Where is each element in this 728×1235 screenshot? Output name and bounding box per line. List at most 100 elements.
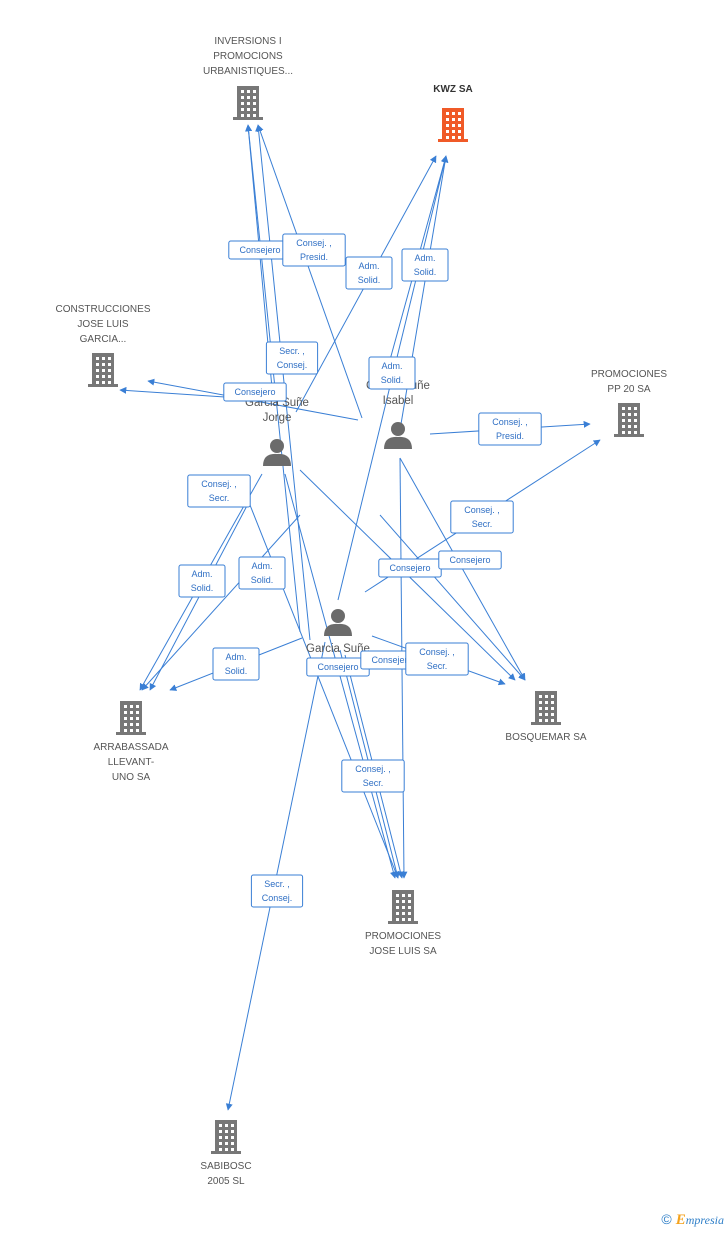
relation-label[interactable]: Consejero [228,240,292,260]
company-label: KWZ SA [433,84,472,95]
relation-text: Secr. [363,778,384,788]
company-label: URBANISTIQUES... [203,66,293,77]
relation-text: Solid. [225,666,248,676]
person-icon [263,439,291,466]
relation-label[interactable]: Adm. Solid. [178,564,226,598]
relation-text: Adm. [251,561,272,571]
relation-text: Consejero [371,655,412,665]
relation-edge [245,124,301,633]
relation-label[interactable]: Consejero [223,382,287,402]
person-label: Jorge [263,412,292,424]
person-icon [384,422,412,449]
relation-label[interactable]: Adm. Solid. [212,647,260,681]
company-label: JOSE LUIS SA [369,946,437,957]
person-label: Isabel [383,395,414,407]
company-label: PROMOCIONES [591,369,667,380]
relation-text: Solid. [381,375,404,385]
relation-edge [256,124,363,419]
relation-text: Consejero [317,662,358,672]
building-icon [388,890,418,924]
company-node-bosquemar[interactable]: BOSQUEMAR SA [505,691,587,743]
relation-text: Consej. , [464,505,500,515]
relation-text: Consej. , [296,238,332,248]
relation-text: Adm. [191,569,212,579]
company-label: LLEVANT- [108,757,155,768]
relation-label[interactable]: Adm. Solid. [238,556,286,590]
relation-label[interactable]: Adm. Solid. [368,356,416,390]
relation-label[interactable]: Consejero [306,657,370,677]
relation-label[interactable]: Consej. , Secr. [187,474,251,508]
relation-text: Presid. [300,252,328,262]
company-node-construcciones[interactable]: CONSTRUCCIONES JOSE LUIS GARCIA... [55,304,151,387]
company-node-promociones_jl[interactable]: PROMOCIONES JOSE LUIS SA [365,890,441,957]
company-node-promociones_pp20[interactable]: PROMOCIONES PP 20 SA [591,369,667,437]
building-icon [531,691,561,725]
company-label: GARCIA... [80,334,127,345]
relation-text: Consejero [234,387,275,397]
relation-label[interactable]: Secr. , Consej. [265,341,319,375]
company-label: JOSE LUIS [77,319,128,330]
person-label: Garcia Suñe [306,643,370,655]
relation-text: Consej. [262,893,293,903]
relation-text: Secr. [209,493,230,503]
relation-text: Consej. [277,360,308,370]
company-label: SABIBOSC [200,1161,251,1172]
relation-text: Secr. , [264,879,290,889]
brand-logo: Empresia [675,1212,724,1228]
relation-label[interactable]: Consejero [378,558,442,578]
relation-text: Secr. [427,661,448,671]
relation-label[interactable]: Consejero [438,550,502,570]
relation-text: Solid. [358,275,381,285]
relation-text: Consejero [449,555,490,565]
relation-text: Consej. , [355,764,391,774]
relation-label[interactable]: Adm.Solid. [401,248,449,282]
building-icon [233,86,263,120]
building-icon [116,701,146,735]
relation-text: Solid. [414,267,437,277]
building-icon [211,1120,241,1154]
relation-label[interactable]: Secr. , Consej. [250,874,304,908]
building-icon [88,353,118,387]
relation-text: Adm. [381,361,402,371]
relation-text: Consej. , [419,647,455,657]
relation-label[interactable]: Consej. , Presid. [282,233,346,267]
building-icon [438,108,468,142]
relation-label[interactable]: Consej. , Secr. [405,642,469,676]
relation-edge [141,514,301,691]
company-node-sabibosc[interactable]: SABIBOSC 2005 SL [200,1120,252,1187]
relation-text: Consej. , [492,417,528,427]
footer-brand[interactable]: ©Empresia [661,1211,724,1229]
company-label: CONSTRUCCIONES [55,304,150,315]
company-label: PP 20 SA [607,384,651,395]
relation-label[interactable]: Adm. Solid. [345,256,393,290]
building-icon [614,403,644,437]
company-label: UNO SA [112,772,151,783]
relation-label[interactable]: Consej. , Secr. [450,500,514,534]
relation-text: Adm. [358,261,379,271]
company-label: 2005 SL [207,1176,245,1187]
company-label: ARRABASSADA [93,742,168,753]
relation-edge [379,514,526,681]
company-label: PROMOCIONES [365,931,441,942]
relation-label[interactable]: Consej. , Presid. [478,412,542,446]
company-node-arrabassada[interactable]: ARRABASSADA LLEVANT- UNO SA [93,701,169,783]
relation-text: Secr. [472,519,493,529]
company-label: BOSQUEMAR SA [505,732,586,743]
relation-text: Adm. [225,652,246,662]
company-node-inversions[interactable]: INVERSIONS IPROMOCIONSURBANISTIQUES... [203,36,293,120]
person-node-main[interactable]: Garcia Suñe [306,609,370,655]
relation-text: Secr. , [279,346,305,356]
relation-text: Consej. , [201,479,237,489]
relation-text: Presid. [496,431,524,441]
relation-label[interactable]: Consej. , Secr. [341,759,405,793]
relation-text: Solid. [251,575,274,585]
company-node-kwz[interactable]: KWZ SA [433,84,473,142]
relation-text: Solid. [191,583,214,593]
company-label: INVERSIONS I [214,36,281,47]
person-icon [324,609,352,636]
relation-text: Consejero [239,245,280,255]
